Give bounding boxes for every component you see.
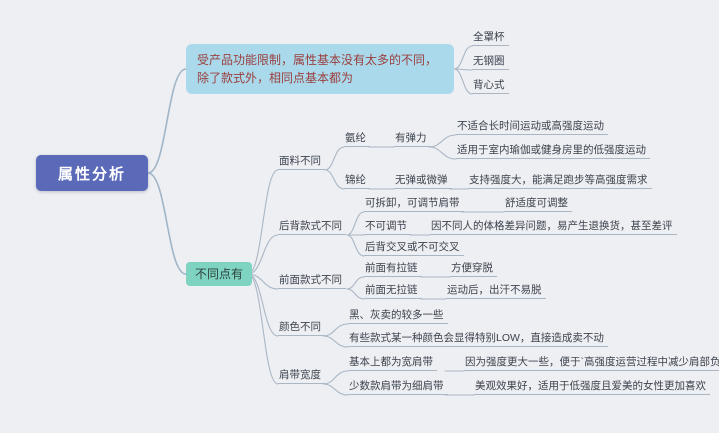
node-strap-narrow-note[interactable]: 美观效果好，适用于低强度且爱美的女性更加喜欢 bbox=[474, 380, 710, 395]
node-nylon-note[interactable]: 支持强度大，能满足跑步等高强度需求 bbox=[468, 174, 652, 189]
node-strap-width[interactable]: 肩带宽度 bbox=[278, 369, 325, 384]
node-color-note-2[interactable]: 有些款式某一种颜色会显得特别LOW，直接造成卖不动 bbox=[348, 332, 608, 347]
node-nylon-feature[interactable]: 无弹或微弹 bbox=[394, 174, 452, 189]
same-item-vest-style[interactable]: 背心式 bbox=[472, 79, 509, 94]
node-back-style[interactable]: 后背款式不同 bbox=[278, 220, 346, 235]
node-front-no-zipper[interactable]: 前面无拉链 bbox=[364, 284, 422, 299]
root-topic[interactable]: 属性分析 bbox=[36, 155, 148, 191]
node-back-fixed[interactable]: 不可调节 bbox=[364, 220, 411, 235]
node-front-zipper-note[interactable]: 方便穿脱 bbox=[450, 262, 497, 277]
node-front-style[interactable]: 前面款式不同 bbox=[278, 274, 346, 289]
diff-points-topic[interactable]: 不同点有 bbox=[186, 262, 253, 286]
node-spandex-feature[interactable]: 有弹力 bbox=[394, 132, 431, 147]
node-fabric[interactable]: 面料不同 bbox=[278, 155, 325, 170]
node-strap-wide[interactable]: 基本上都为宽肩带 bbox=[348, 356, 437, 371]
node-strap-narrow[interactable]: 少数款肩带为细肩带 bbox=[348, 380, 448, 395]
same-points-topic[interactable]: 受产品功能限制，属性基本没有太多的不同，除了款式外，相同点基本都为 bbox=[186, 44, 454, 94]
node-back-cross[interactable]: 后背交叉或不可交叉 bbox=[364, 241, 464, 256]
node-strap-wide-note[interactable]: 因为强度更大一些，便于`高强度运营过程中减少肩部负担 bbox=[464, 356, 719, 371]
node-spandex[interactable]: 氨纶 bbox=[344, 132, 370, 147]
node-back-adjustable[interactable]: 可拆卸，可调节肩带 bbox=[364, 197, 464, 212]
node-color-note-1[interactable]: 黑、灰卖的较多一些 bbox=[348, 309, 448, 324]
node-spandex-note-2[interactable]: 适用于室内瑜伽或健身房里的低强度运动 bbox=[456, 144, 650, 159]
node-back-adjustable-note[interactable]: 舒适度可调整 bbox=[504, 197, 572, 212]
node-front-no-zipper-note[interactable]: 运动后，出汗不易脱 bbox=[446, 284, 546, 299]
node-color[interactable]: 颜色不同 bbox=[278, 321, 325, 336]
node-spandex-note-1[interactable]: 不适合长时间运动或高强度运动 bbox=[456, 120, 608, 135]
same-item-full-cup[interactable]: 全罩杯 bbox=[472, 31, 509, 46]
node-nylon[interactable]: 锦纶 bbox=[344, 174, 370, 189]
node-back-fixed-note[interactable]: 因不同人的体格差异问题，易产生退换货，甚至差评 bbox=[430, 220, 677, 235]
same-item-wireless[interactable]: 无钢圈 bbox=[472, 55, 509, 70]
node-front-zipper[interactable]: 前面有拉链 bbox=[364, 262, 422, 277]
